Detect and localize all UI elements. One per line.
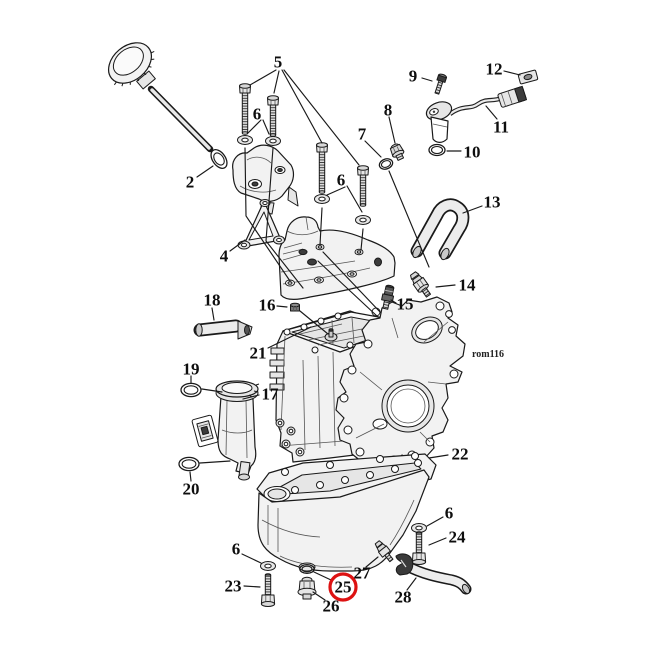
bolt-5b — [267, 95, 279, 137]
washer-6a — [237, 135, 253, 145]
callout-label-14: 14 — [459, 276, 477, 295]
callout-label-5: 5 — [274, 53, 283, 72]
callout-label-21: 21 — [250, 344, 267, 363]
washer-6-bottom-left — [260, 561, 276, 571]
watermark: rom116 — [472, 349, 504, 360]
callout-label-24: 24 — [449, 528, 467, 547]
callout-label-28: 28 — [395, 588, 412, 607]
part-28-hose — [395, 553, 472, 595]
highlight-circle — [328, 572, 358, 602]
part-19-oring — [180, 382, 202, 398]
callout-label-23: 23 — [225, 577, 242, 596]
bolt-5c — [316, 142, 328, 194]
callout-label-6: 6 — [337, 171, 346, 190]
callout-label-19: 19 — [183, 360, 200, 379]
part-16-nut — [290, 302, 300, 312]
washer-6-bottom-right — [411, 523, 427, 533]
callout-label-18: 18 — [204, 291, 221, 310]
part-24-bolt — [411, 531, 427, 565]
callout-label-27: 27 — [354, 564, 372, 583]
oil-pan — [256, 452, 437, 572]
case-end-plate — [335, 296, 466, 469]
callout-label-16: 16 — [259, 296, 276, 315]
assembly-lines — [244, 147, 430, 335]
label-plate — [191, 414, 219, 448]
callout-layer: 2456678910111213141516171819202122232425… — [183, 53, 510, 616]
washer-6c — [314, 194, 330, 204]
part-23-bolt — [260, 573, 276, 607]
callout-label-13: 13 — [484, 193, 501, 212]
callout-label-2: 2 — [186, 173, 195, 192]
part-9-screw — [434, 73, 448, 95]
callout-label-10: 10 — [464, 143, 481, 162]
part-11-sensor — [425, 85, 528, 143]
part-12-clip — [517, 69, 539, 85]
callout-label-9: 9 — [409, 67, 418, 86]
top-cover — [278, 216, 396, 300]
callout-label-20: 20 — [183, 480, 200, 499]
callout-label-22: 22 — [452, 445, 469, 464]
callout-label-12: 12 — [486, 60, 503, 79]
part-26-drain-plug — [297, 576, 317, 600]
leader-lines — [189, 69, 521, 601]
callout-label-7: 7 — [358, 125, 367, 144]
callout-label-8: 8 — [384, 101, 393, 120]
callout-label-6: 6 — [253, 105, 262, 124]
part-13-hose — [410, 198, 470, 261]
part-8-plug — [389, 143, 405, 161]
callout-label-6: 6 — [445, 504, 454, 523]
callout-label-4: 4 — [220, 247, 229, 266]
callout-label-6: 6 — [232, 540, 241, 559]
callout-label-11: 11 — [493, 118, 509, 137]
part-4-bracket — [237, 199, 285, 250]
part-27-fitting — [374, 540, 394, 563]
callout-label-17: 17 — [262, 385, 280, 404]
part-7-oring — [377, 156, 395, 172]
part-18-hose — [193, 319, 253, 340]
part-14-fitting — [410, 271, 432, 298]
bolt-5a — [239, 83, 251, 135]
washer-6d — [355, 215, 371, 225]
part-10-oring — [428, 143, 446, 157]
bolt-5d — [357, 165, 369, 207]
washer-6b — [265, 136, 281, 146]
callout-label-15: 15 — [397, 295, 414, 314]
callout-label-26: 26 — [323, 597, 340, 616]
part-17-spout — [215, 380, 260, 481]
callout-label-25: 25 — [335, 578, 352, 597]
dipstick — [108, 42, 214, 153]
part-20-oring — [178, 456, 200, 472]
dipstick-bracket — [232, 144, 299, 215]
